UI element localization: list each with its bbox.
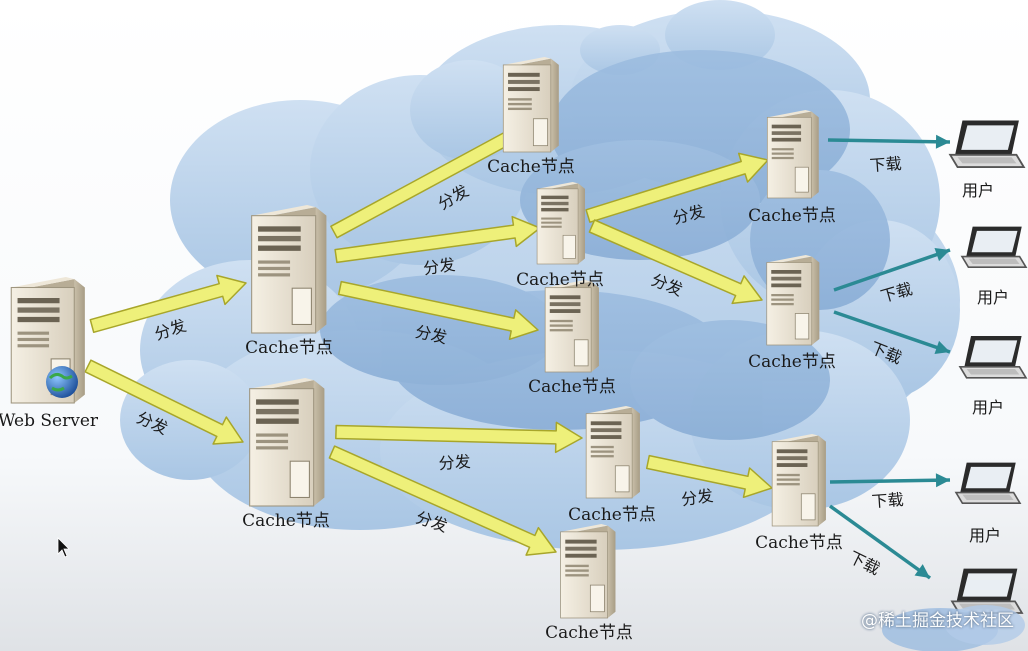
user-label: 用户 bbox=[977, 288, 1009, 307]
distribute-arrow bbox=[328, 445, 557, 556]
cache-node-l3-c bbox=[771, 433, 827, 527]
download-arrowhead bbox=[934, 340, 950, 355]
download-arrows bbox=[827, 134, 951, 580]
download-arrowhead bbox=[935, 134, 950, 149]
server-icon bbox=[766, 109, 820, 199]
distribute-arrow bbox=[89, 274, 247, 334]
distribute-arrow bbox=[645, 454, 773, 499]
cache-node-l2-a bbox=[502, 56, 560, 153]
watermark-text: @稀土掘金技术社区 bbox=[861, 611, 1014, 631]
cache-label: Cache节点 bbox=[528, 377, 616, 397]
download-arrow-line bbox=[827, 138, 951, 144]
cache-label: Cache节点 bbox=[748, 352, 836, 372]
download-arrow-line bbox=[833, 310, 951, 354]
server-icon bbox=[544, 279, 600, 373]
distribute-arrow bbox=[337, 280, 539, 341]
download-label: 下载 bbox=[871, 490, 904, 511]
server-icon bbox=[560, 523, 616, 619]
cache-label: Cache节点 bbox=[245, 338, 333, 358]
distribute-arrow bbox=[334, 215, 541, 264]
laptop-icon bbox=[961, 225, 1027, 269]
download-arrow-line bbox=[829, 478, 951, 484]
cache-label: Cache节点 bbox=[748, 206, 836, 226]
cache-label: Cache节点 bbox=[516, 270, 604, 290]
laptop-icon bbox=[955, 461, 1021, 505]
download-label: 下载 bbox=[869, 154, 902, 175]
mouse-cursor bbox=[57, 537, 70, 558]
distribute-label: 分发 bbox=[422, 255, 456, 278]
server-icon bbox=[249, 377, 325, 507]
cache-node-l2-d bbox=[585, 405, 641, 499]
distribute-arrow bbox=[335, 421, 583, 454]
distribute-arrow bbox=[84, 359, 244, 445]
web-server-label: Web Server bbox=[0, 411, 99, 431]
user-label: 用户 bbox=[972, 398, 1004, 417]
distribute-arrow bbox=[588, 219, 763, 305]
cache-node-l3-a bbox=[766, 109, 820, 199]
globe-icon bbox=[46, 366, 78, 398]
cache-node-l2-e bbox=[560, 523, 616, 619]
cache-label: Cache节点 bbox=[242, 511, 330, 531]
cache-label: Cache节点 bbox=[487, 157, 575, 177]
cache-node-l3-b bbox=[766, 254, 820, 346]
user-label: 用户 bbox=[962, 181, 994, 200]
user-laptop-3 bbox=[959, 335, 1027, 379]
download-arrowhead bbox=[914, 564, 930, 578]
watermark-logo bbox=[882, 605, 1025, 651]
web-server bbox=[10, 276, 86, 404]
cache-label: Cache节点 bbox=[568, 505, 656, 525]
laptop-icon bbox=[959, 335, 1027, 379]
download-label: 下载 bbox=[846, 548, 883, 579]
user-label: 用户 bbox=[969, 526, 1001, 545]
cache-node-l2-b bbox=[536, 181, 586, 265]
server-icon bbox=[771, 433, 827, 527]
server-icon bbox=[251, 204, 327, 334]
laptop-icon bbox=[949, 119, 1025, 169]
download-arrowhead bbox=[934, 247, 950, 262]
download-arrowhead bbox=[935, 473, 950, 488]
distribute-arrows bbox=[84, 110, 773, 556]
server-icon bbox=[502, 56, 560, 153]
user-laptop-2 bbox=[961, 225, 1027, 269]
cache-node-l2-c bbox=[544, 279, 600, 373]
download-arrow-line bbox=[828, 504, 932, 580]
download-arrow-line bbox=[833, 248, 951, 292]
user-laptop-4 bbox=[955, 461, 1021, 505]
cache-label: Cache节点 bbox=[755, 533, 843, 553]
server-icon bbox=[585, 405, 641, 499]
user-laptop-1 bbox=[949, 119, 1025, 169]
distribute-label: 分发 bbox=[438, 452, 471, 473]
cache-label: Cache节点 bbox=[545, 623, 633, 643]
server-icon bbox=[536, 181, 586, 265]
cache-node-l1-bottom bbox=[249, 377, 325, 507]
cache-node-l1-top bbox=[251, 204, 327, 334]
distribute-arrow bbox=[585, 152, 769, 223]
distribute-label: 分发 bbox=[680, 486, 714, 509]
server-icon bbox=[766, 254, 820, 346]
